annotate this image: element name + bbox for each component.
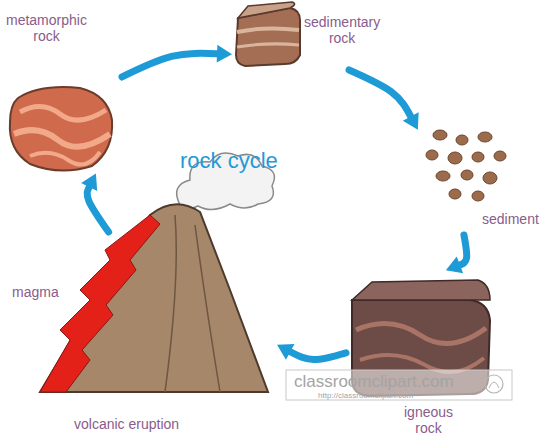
stage-label: sedimentary rock: [304, 14, 380, 46]
cycle-arrow: [349, 70, 411, 116]
watermark-frame: [286, 370, 512, 400]
stage-label: igneous rock: [404, 404, 453, 436]
sedimentary-rock-picture: [236, 2, 300, 66]
rock-stage: magma volcanic eruption: [8, 232, 276, 440]
diagram-title: rock cycle: [180, 148, 278, 174]
cycle-arrow: [122, 53, 217, 77]
rock-stage: metamorphic rock: [4, 8, 122, 172]
watermark-url: http://classroomclipart.com: [318, 391, 413, 400]
rock-stage: sediment: [420, 125, 546, 235]
cycle-arrow: [87, 187, 108, 232]
stage-label: volcanic eruption: [74, 416, 179, 432]
stage-label: metamorphic rock: [6, 12, 87, 44]
sediment-picture: [426, 130, 506, 201]
cycle-arrow: [460, 235, 467, 265]
metamorphic-rock-picture: [10, 87, 112, 170]
cycle-arrow: [290, 352, 346, 360]
rock-stage: sedimentary rock: [232, 2, 383, 70]
stage-label: sediment: [482, 211, 539, 227]
volcano-picture: [40, 153, 274, 392]
stage-label: magma: [12, 284, 59, 300]
watermark-text: classroomclipart.com: [294, 372, 454, 392]
rock-stage: igneous rock: [346, 276, 496, 442]
